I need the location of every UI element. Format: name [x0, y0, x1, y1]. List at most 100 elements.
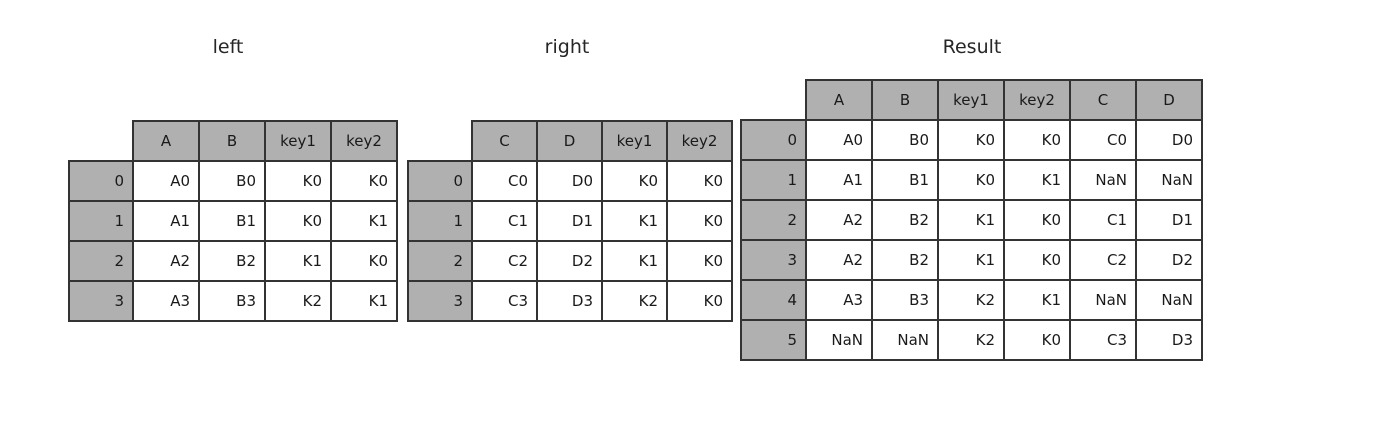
data-cell: K0: [264, 200, 332, 242]
row-index-cell: 2: [740, 199, 807, 241]
column-header-cell: B: [871, 79, 939, 121]
header-row: A B key1 key2 C D: [741, 79, 1203, 121]
data-cell: B1: [198, 200, 266, 242]
row-index-cell: 3: [68, 280, 134, 322]
data-cell: A2: [132, 240, 200, 282]
data-cell: A1: [805, 159, 873, 201]
data-cell: K2: [264, 280, 332, 322]
header-row: A B key1 key2: [69, 120, 398, 162]
row-index-cell: 0: [68, 160, 134, 202]
data-cell: NaN: [1135, 279, 1203, 321]
column-header-cell: B: [198, 120, 266, 162]
data-cell: K0: [601, 160, 668, 202]
column-header-cell: D: [1135, 79, 1203, 121]
table-body: 0 A0 B0 K0 K0 1 A1 B1 K0 K1 2 A2 B2: [68, 160, 398, 322]
data-cell: NaN: [871, 319, 939, 361]
panel-result: Result A B key1 key2 C D 0 A0 B0 K0: [740, 36, 1204, 376]
table-row: 0 C0 D0 K0 K0: [407, 160, 733, 202]
data-cell: K0: [264, 160, 332, 202]
row-index-cell: 1: [68, 200, 134, 242]
data-cell: C2: [1069, 239, 1137, 281]
data-cell: D2: [1135, 239, 1203, 281]
data-cell: NaN: [1069, 159, 1137, 201]
header-row: C D key1 key2: [408, 120, 733, 162]
panel-title-left: left: [212, 36, 244, 58]
data-cell: B0: [198, 160, 266, 202]
data-cell: C1: [471, 200, 538, 242]
data-cell: D1: [536, 200, 603, 242]
row-index-cell: 1: [740, 159, 807, 201]
table-body: 0 C0 D0 K0 K0 1 C1 D1 K1 K0 2 C2 D2: [407, 160, 733, 322]
data-cell: K0: [330, 160, 398, 202]
table-row: 3 A2 B2 K1 K0 C2 D2: [740, 239, 1203, 281]
data-cell: B3: [198, 280, 266, 322]
data-cell: K1: [1003, 159, 1071, 201]
data-cell: K0: [666, 200, 733, 242]
data-cell: K0: [937, 159, 1005, 201]
data-cell: K2: [937, 279, 1005, 321]
row-index-cell: 5: [740, 319, 807, 361]
row-index-cell: 0: [740, 119, 807, 161]
table-row: 1 A1 B1 K0 K1 NaN NaN: [740, 159, 1203, 201]
column-header-cell: C: [471, 120, 538, 162]
column-header-cell: A: [805, 79, 873, 121]
row-index-cell: 2: [68, 240, 134, 282]
data-cell: K0: [1003, 239, 1071, 281]
table-row: 0 A0 B0 K0 K0: [68, 160, 398, 202]
data-cell: C3: [1069, 319, 1137, 361]
data-cell: K1: [601, 200, 668, 242]
data-cell: A2: [805, 239, 873, 281]
table-row: 3 C3 D3 K2 K0: [407, 280, 733, 322]
data-cell: D2: [536, 240, 603, 282]
column-header-cell: C: [1069, 79, 1137, 121]
data-cell: K0: [666, 280, 733, 322]
index-corner-cell: [408, 121, 472, 161]
data-cell: D0: [536, 160, 603, 202]
data-cell: K0: [937, 119, 1005, 161]
panel-title-result: Result: [942, 36, 1002, 58]
panel-right: right C D key1 key2 0 C0 D0 K0 K0: [345, 36, 789, 336]
data-cell: B1: [871, 159, 939, 201]
data-cell: C3: [471, 280, 538, 322]
data-cell: K0: [330, 240, 398, 282]
table-head: C D key1 key2: [408, 120, 733, 162]
data-cell: K0: [666, 160, 733, 202]
data-cell: K1: [264, 240, 332, 282]
data-cell: A3: [132, 280, 200, 322]
data-cell: K0: [1003, 199, 1071, 241]
table-head: A B key1 key2 C D: [741, 79, 1203, 121]
column-header-cell: key1: [601, 120, 668, 162]
dataframe-table-result: A B key1 key2 C D 0 A0 B0 K0 K0 C0 D0: [740, 79, 1203, 361]
panel-title-right: right: [544, 36, 590, 58]
dataframe-table-left: A B key1 key2 0 A0 B0 K0 K0 1 A1 B1: [68, 120, 398, 322]
row-index-cell: 4: [740, 279, 807, 321]
column-header-cell: key2: [1003, 79, 1071, 121]
index-corner-cell: [69, 121, 133, 161]
data-cell: K1: [330, 200, 398, 242]
table-row: 3 A3 B3 K2 K1: [68, 280, 398, 322]
data-cell: NaN: [1069, 279, 1137, 321]
data-cell: K2: [601, 280, 668, 322]
data-cell: A0: [805, 119, 873, 161]
panel-left: left A B key1 key2 0 A0 B0 K0 K0: [0, 36, 456, 336]
column-header-cell: key1: [937, 79, 1005, 121]
data-cell: B2: [871, 239, 939, 281]
table-row: 0 A0 B0 K0 K0 C0 D0: [740, 119, 1203, 161]
data-cell: K1: [1003, 279, 1071, 321]
data-cell: NaN: [805, 319, 873, 361]
data-cell: A0: [132, 160, 200, 202]
data-cell: NaN: [1135, 159, 1203, 201]
data-cell: C1: [1069, 199, 1137, 241]
data-cell: K0: [666, 240, 733, 282]
data-cell: K0: [1003, 119, 1071, 161]
data-cell: C0: [471, 160, 538, 202]
row-index-cell: 2: [407, 240, 473, 282]
row-index-cell: 3: [407, 280, 473, 322]
column-header-cell: key2: [330, 120, 398, 162]
row-index-cell: 0: [407, 160, 473, 202]
data-cell: K0: [1003, 319, 1071, 361]
table-row: 1 A1 B1 K0 K1: [68, 200, 398, 242]
data-cell: C0: [1069, 119, 1137, 161]
column-header-cell: D: [536, 120, 603, 162]
